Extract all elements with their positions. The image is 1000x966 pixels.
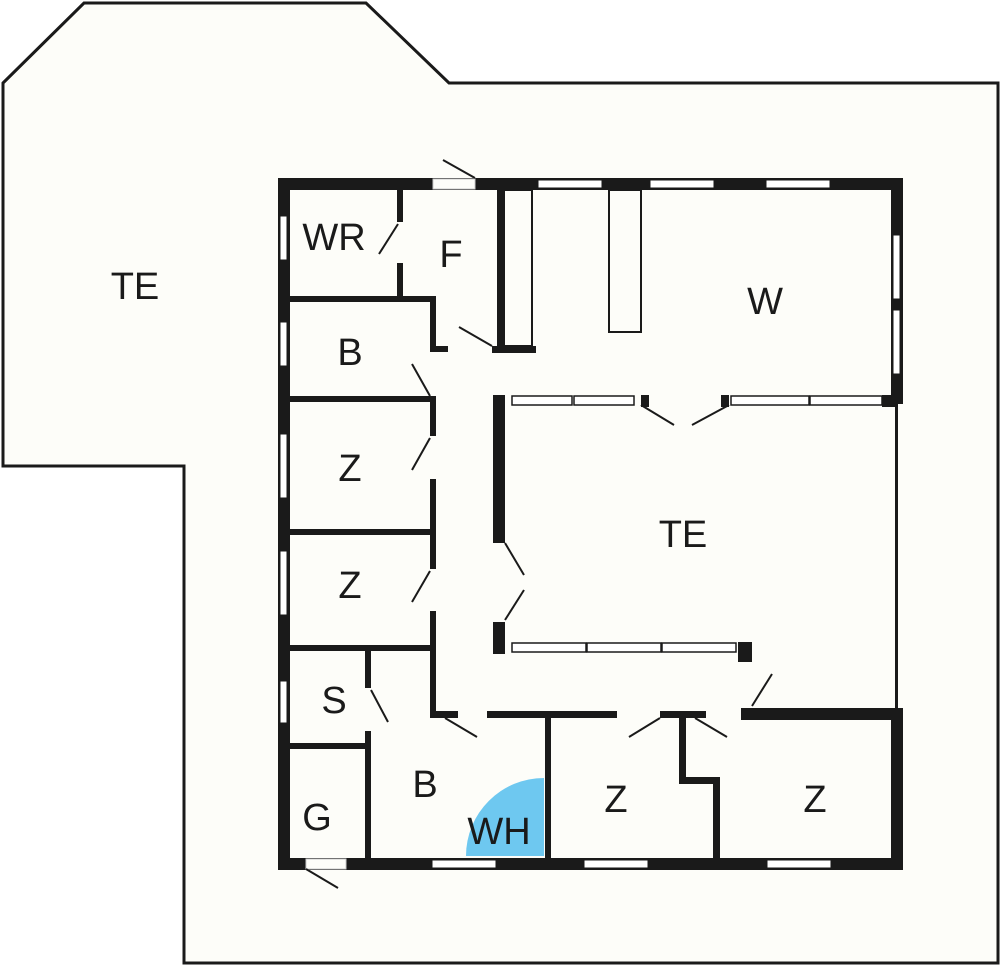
door-swings [305,159,773,889]
room-label-b-bottom: B [412,764,438,806]
room-label-z-1: Z [338,448,362,490]
water-heater-icon [466,778,544,856]
room-label-g: G [302,797,332,839]
room-label-s: S [321,680,347,722]
room-label-f: F [439,234,463,276]
room-label-w: W [747,281,783,323]
room-label-b-top: B [337,332,363,374]
room-label-z-3: Z [604,779,628,821]
thin-lines [503,189,642,347]
room-label-z-2: Z [338,565,362,607]
room-label-wr: WR [302,217,366,259]
te-right-wall [895,400,898,712]
te-windows [511,395,883,653]
room-label-wh: WH [467,811,531,853]
room-label-te-inner: TE [658,514,708,556]
room-label-z-4: Z [803,779,827,821]
interior-walls [288,188,901,861]
room-label-terrace-left: TE [110,266,160,308]
windows [279,178,901,870]
